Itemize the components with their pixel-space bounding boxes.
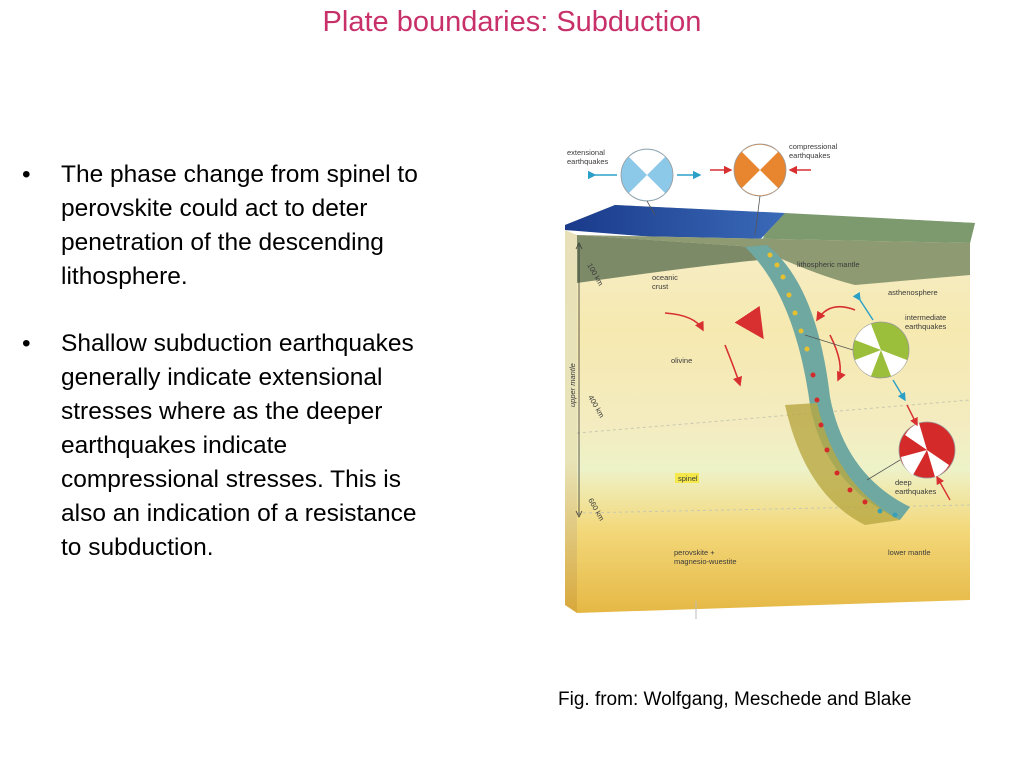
slab-tail [785,403,900,525]
bullet-item: • Shallow subduction earthquakes general… [22,327,442,565]
bullet-item: • The phase change from spinel to perovs… [22,158,442,294]
bullet-text: The phase change from spinel to perovski… [61,161,418,290]
label-perovskite: perovskite + [674,548,715,557]
lithospheric-mantle [577,235,970,285]
label-perovskite-2: magnesio-wuestite [674,557,737,566]
subduction-diagram: extensional earthquakes compressional ea… [565,142,975,619]
figure-caption: Fig. from: Wolfgang, Meschede and Blake [558,689,912,710]
label-lithospheric-mantle: lithospheric mantle [797,260,860,269]
label-compressional: compressional [789,142,838,151]
block-top [565,205,975,247]
label-extensional-2: earthquakes [567,157,609,166]
compressional-focal-icon [710,143,811,236]
label-oceanic-2: crust [652,282,669,291]
label-intermediate: intermediate [905,313,946,322]
label-upper-mantle: upper mantle [568,363,577,407]
intermediate-focal-icon [804,291,910,402]
label-lower-mantle: lower mantle [888,548,931,557]
label-compressional-2: earthquakes [789,151,831,160]
label-intermediate-2: earthquakes [905,322,947,331]
mantle-flow-arrows [664,305,856,387]
bullet-list: • The phase change from spinel to perovs… [22,158,442,598]
extensional-focal-icon [588,148,702,216]
label-oceanic: oceanic [652,273,678,282]
block-side [565,230,577,613]
bullet-marker: • [22,161,31,188]
subducting-slab [745,245,910,520]
label-olivine: olivine [671,356,692,365]
label-deep-2: earthquakes [895,487,937,496]
slide-title: Plate boundaries: Subduction [322,6,702,38]
label-extensional: extensional [567,148,605,157]
earthquake-dots [767,252,898,518]
oceanic-lithosphere [577,235,760,283]
spinel-highlight [675,473,699,483]
bullet-marker: • [22,330,31,357]
bullet-text: Shallow subduction earthquakes generally… [61,330,417,561]
slab-motion-arrow [734,305,764,340]
label-spinel: spinel [678,474,698,483]
depth-scale [575,242,583,518]
deep-focal-icon [866,404,956,501]
label-asthenosphere: asthenosphere [888,288,938,297]
label-deep: deep [895,478,912,487]
